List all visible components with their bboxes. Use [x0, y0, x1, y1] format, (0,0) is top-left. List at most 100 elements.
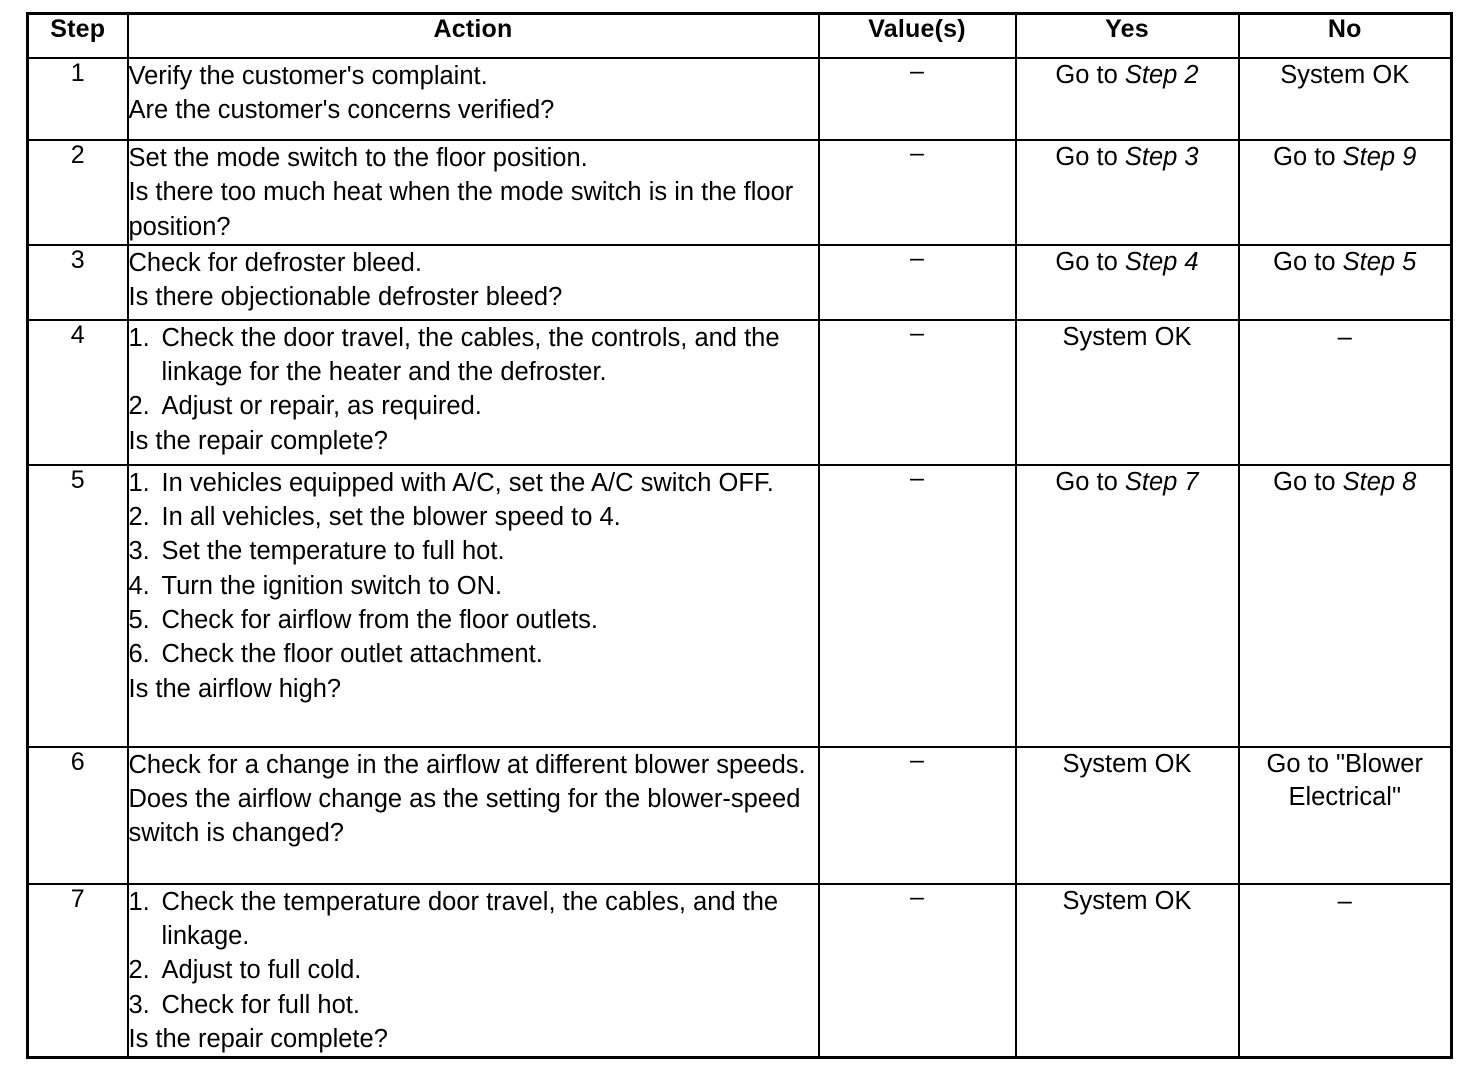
no-branch-cell-label: – [1337, 886, 1352, 915]
value-cell: – [817, 243, 1017, 321]
no-branch-cell-step-reference: Step 5 [1342, 247, 1417, 276]
no-branch-cell-label: Go to [1273, 247, 1343, 276]
header-row: Step Action Value(s) Yes No [26, 12, 1453, 59]
yes-branch-cell: Go to Step 2 [1014, 57, 1240, 141]
column-header-value: Value(s) [817, 12, 1017, 59]
action-cell: 1.Check the temperature door travel, the… [126, 882, 820, 1059]
step-number: 5 [70, 465, 85, 494]
action-paragraph: Is the repair complete? [128, 426, 388, 455]
action-list-item-number: 1. [128, 887, 150, 916]
value-cell: – [817, 318, 1017, 466]
table-row: 2 Set the mode switch to the floor positi… [26, 139, 1453, 246]
yes-branch-cell: System OK [1014, 318, 1240, 466]
action-list-item: 2.Adjust to full cold. [129, 953, 818, 987]
no-branch-cell-text: Go to Step 5 [1273, 248, 1416, 276]
action-block: Check for a change in the airflow at dif… [129, 748, 818, 851]
action-list-item: 3.Set the temperature to full hot. [129, 534, 818, 568]
value-dash: – [910, 745, 924, 774]
no-branch-cell-label: Go to [1273, 467, 1343, 496]
step-number: 1 [70, 59, 85, 87]
action-block: Verify the customer's complaint. Are the … [129, 59, 818, 128]
no-branch-cell-text: Go to Step 9 [1273, 143, 1416, 171]
value-dash: – [910, 139, 924, 167]
action-paragraph: Is the repair complete? [128, 1025, 388, 1054]
action-list-item: 1.Check the temperature door travel, the… [129, 885, 818, 954]
action-paragraph: Check for a change in the airflow at dif… [128, 750, 806, 779]
value-dash: – [910, 243, 924, 272]
action-cell: Check for defroster bleed.Is there objec… [126, 243, 820, 321]
column-header-yes: Yes [1014, 12, 1240, 59]
action-list-item-number: 5. [128, 606, 150, 635]
action-paragraph: Verify the customer's complaint. [128, 62, 488, 90]
action-list-item-text: Check the floor outlet attachment. [161, 640, 543, 669]
step-number: 4 [70, 320, 85, 349]
yes-branch-cell-label: Go to [1055, 467, 1125, 496]
yes-branch-cell-text: Go to Step 2 [1055, 61, 1198, 89]
action-cell: Set the mode switch to the floor positio… [126, 139, 820, 246]
yes-branch-cell-text: System OK [1063, 887, 1192, 915]
no-branch-cell-step-reference: Step 8 [1342, 467, 1417, 496]
step-number-cell: 6 [26, 745, 129, 885]
no-branch-cell: Go to Step 9 [1237, 139, 1453, 246]
table-header: Step Action Value(s) Yes No [26, 12, 1453, 59]
yes-branch-cell-text: Go to Step 7 [1055, 468, 1198, 496]
no-branch-cell-label: Go to [1273, 143, 1343, 171]
step-number-cell: 2 [26, 139, 129, 246]
action-paragraph: Check for defroster bleed. [128, 248, 422, 277]
step-number-cell: 3 [26, 243, 129, 321]
no-branch-cell: Go to "Blower Electrical" [1237, 745, 1453, 885]
yes-branch-cell-text: Go to Step 4 [1055, 248, 1198, 276]
step-number: 3 [70, 245, 85, 274]
yes-branch-cell-step-reference: Step 7 [1124, 467, 1199, 496]
no-branch-cell: Go to Step 8 [1237, 463, 1453, 748]
action-list-item-text: In all vehicles, set the blower speed to… [161, 503, 621, 532]
action-paragraph: Is there too much heat when the mode swi… [128, 178, 794, 241]
action-list-item-number: 2. [128, 392, 150, 421]
no-branch-cell-step-reference: Step 9 [1342, 143, 1417, 171]
yes-branch-cell-text: Go to Step 3 [1055, 143, 1198, 171]
step-number-cell: 4 [26, 318, 129, 466]
step-number: 6 [70, 747, 85, 776]
yes-branch-cell: System OK [1014, 745, 1240, 885]
action-list-item-text: Adjust to full cold. [161, 956, 362, 985]
value-dash: – [910, 463, 924, 492]
column-header-action: Action [126, 12, 820, 59]
column-header-step: Step [26, 12, 129, 59]
no-branch-cell-text: – [1338, 887, 1352, 915]
action-list-item: 3.Check for full hot. [129, 988, 818, 1022]
no-branch-cell: Go to Step 5 [1237, 243, 1453, 321]
diagnostic-table: Step Action Value(s) Yes No 1 Verify the … [26, 12, 1453, 1060]
yes-branch-cell-step-reference: Step 3 [1124, 143, 1199, 171]
no-branch-cell-text: – [1338, 323, 1352, 351]
yes-branch-cell: Go to Step 3 [1014, 139, 1240, 246]
table-body: 1 Verify the customer's complaint. Are the… [26, 57, 1453, 1059]
no-branch-cell: – [1237, 882, 1453, 1059]
yes-branch-cell: Go to Step 4 [1014, 243, 1240, 321]
action-list-item-number: 6. [128, 640, 150, 669]
action-block: Check for defroster bleed.Is there objec… [129, 246, 818, 315]
yes-branch-cell: System OK [1014, 882, 1240, 1059]
action-cell: Verify the customer's complaint. Are the … [126, 57, 820, 141]
no-branch-cell-text: Go to Step 8 [1273, 468, 1416, 496]
yes-branch-cell-label: System OK [1062, 749, 1192, 778]
action-list-item-number: 3. [128, 990, 150, 1019]
value-dash: – [910, 318, 924, 347]
action-list-item: 4.Turn the ignition switch to ON. [129, 569, 818, 603]
action-list-item-number: 1. [128, 323, 150, 352]
value-cell: – [817, 745, 1017, 885]
action-list-item-text: Set the temperature to full hot. [161, 537, 505, 566]
no-branch-cell: System OK [1237, 57, 1453, 141]
yes-branch-cell-label: System OK [1062, 322, 1192, 351]
step-number-cell: 1 [26, 57, 129, 141]
no-branch-cell: – [1237, 318, 1453, 466]
yes-branch-cell-step-reference: Step 4 [1124, 247, 1199, 276]
action-list-item-text: Turn the ignition switch to ON. [161, 571, 503, 600]
action-list-item-text: Adjust or repair, as required. [161, 392, 482, 421]
step-number: 2 [70, 141, 85, 169]
no-branch-cell-label: – [1337, 322, 1352, 351]
action-paragraph: Are the customer's concerns verified? [128, 96, 555, 125]
column-header-no: No [1237, 12, 1453, 59]
action-step-list: 1.Check the door travel, the cables, the… [129, 321, 818, 424]
action-paragraph: Is the airflow high? [128, 674, 342, 703]
